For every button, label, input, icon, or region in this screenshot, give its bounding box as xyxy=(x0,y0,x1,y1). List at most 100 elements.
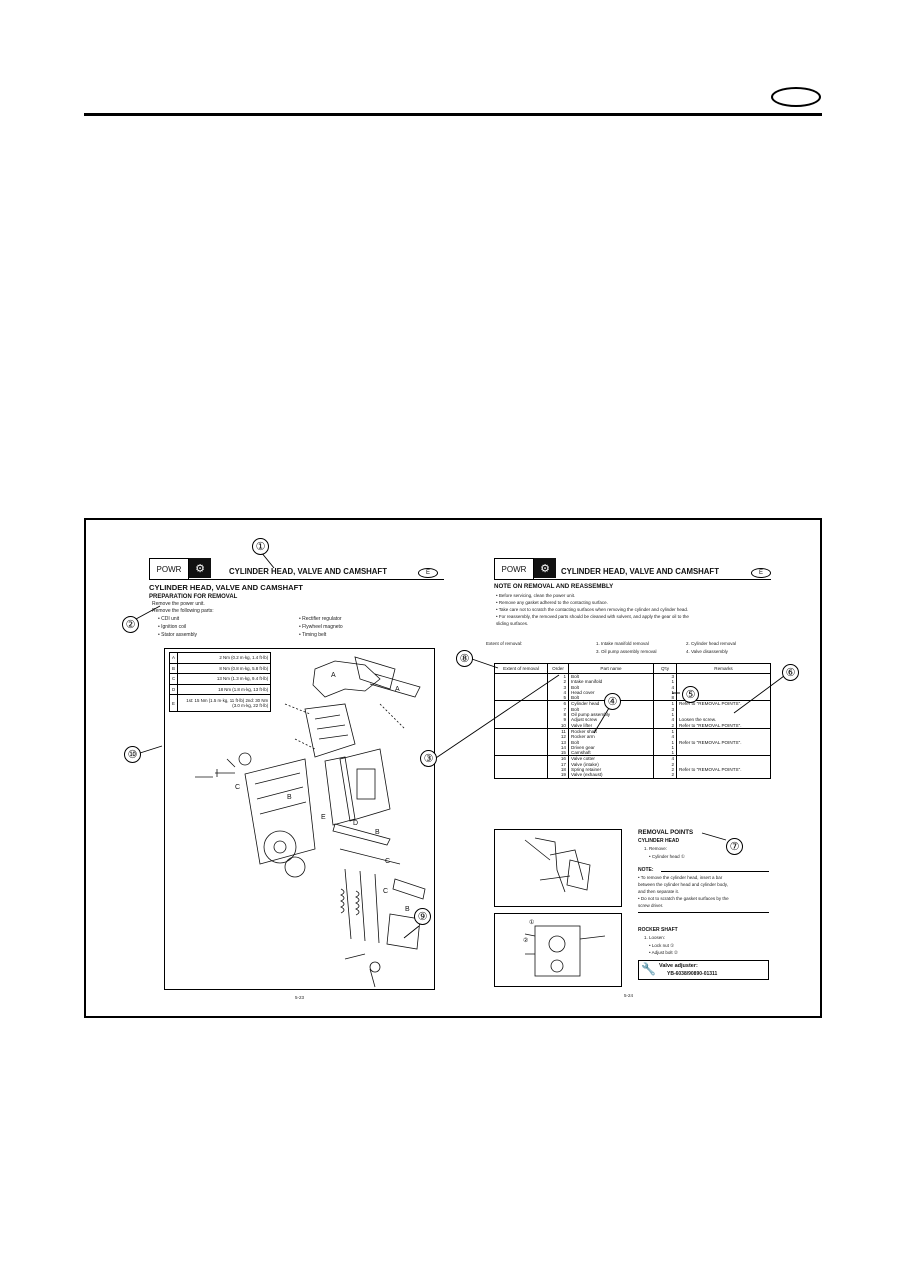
callout-4: ④ xyxy=(604,693,621,710)
svg-text:C: C xyxy=(235,784,240,791)
figure-frame: POWR ⚙ CYLINDER HEAD, VALVE AND CAMSHAFT… xyxy=(84,518,822,1018)
extent-item-4: 4. Valve disassembly xyxy=(686,649,728,654)
note-2: • Remove any gasket adhered to the conta… xyxy=(496,600,608,605)
parts-col2-2: • Flywheel magneto xyxy=(299,624,343,630)
rocker-shaft-heading: ROCKER SHAFT xyxy=(638,927,678,933)
note-3: • Take care not to scratch the contactin… xyxy=(496,607,689,612)
cyl-head-heading: CYLINDER HEAD xyxy=(638,838,680,844)
col-extent: Extent of removal xyxy=(494,663,548,674)
right-page-title: CYLINDER HEAD, VALVE AND CAMSHAFT xyxy=(561,567,719,576)
left-subtitle: CYLINDER HEAD, VALVE AND CAMSHAFT xyxy=(149,583,303,592)
remarks-cell xyxy=(676,761,771,768)
right-lang-badge: E xyxy=(751,568,771,578)
remarks-cell xyxy=(676,750,771,756)
svg-text:D: D xyxy=(353,820,358,827)
note-line-4: • Do not to scratch the gasket surfaces … xyxy=(638,896,729,901)
svg-text:①: ① xyxy=(529,919,534,926)
svg-text:②: ② xyxy=(523,937,528,944)
parts-col1-1: • CDI unit xyxy=(158,616,180,622)
part-name-cell: Valve (exhaust) xyxy=(568,772,654,779)
prep-line-1: Remove the power unit. xyxy=(152,601,205,607)
callout-3: ③ xyxy=(420,750,437,767)
note-label: NOTE: xyxy=(638,867,654,873)
remarks-cell xyxy=(676,727,771,735)
note-4: • For reassembly, the removed parts shou… xyxy=(496,614,689,619)
callout-8: ⑧ xyxy=(456,650,473,667)
cyl-head-item: • Cylinder head ① xyxy=(649,854,685,859)
svg-text:B: B xyxy=(405,906,410,913)
loosen-item-1: • Lock nut ① xyxy=(649,943,675,948)
callout-6: ⑥ xyxy=(782,664,799,681)
remarks-cell xyxy=(676,712,771,718)
svg-text:A: A xyxy=(331,672,336,679)
col-order: Order xyxy=(547,663,569,674)
cylinder-head-drawing xyxy=(524,837,591,893)
section-tag-left: POWR xyxy=(149,558,189,580)
svg-text:A: A xyxy=(395,686,400,693)
parts-col2-3: • Timing belt xyxy=(299,632,327,638)
svg-text:B: B xyxy=(375,829,380,836)
prep-line-2: Remove the following parts: xyxy=(152,608,214,614)
engine-exploded-drawing: A A C B D E B C C B xyxy=(195,656,426,988)
callout-5: ⑤ xyxy=(682,686,699,703)
left-lang-badge: E xyxy=(418,568,438,578)
loosen-item-2: • Adjust bolt ② xyxy=(649,950,678,955)
parts-col1-3: • Stator assembly xyxy=(158,632,197,638)
parts-col2-1: • Rectifier regulator xyxy=(299,616,342,622)
callout-7: ⑦ xyxy=(726,838,743,855)
order-cell: 19 xyxy=(547,772,569,779)
tool-code: YB-6038/90890-01311 xyxy=(667,971,718,977)
callout-1: ① xyxy=(252,538,269,555)
col-qty: Q'ty xyxy=(653,663,677,674)
note-end-rule xyxy=(638,912,769,913)
removal-points-heading: REMOVAL POINTS xyxy=(638,829,694,836)
col-remarks: Remarks xyxy=(676,663,771,674)
remarks-cell: Refer to "REMOVAL POINTS". xyxy=(676,767,771,773)
engine-icon: ⚙ xyxy=(534,558,556,578)
note-line-2: between the cylinder head and cylinder b… xyxy=(638,882,728,887)
svg-text:B: B xyxy=(287,794,292,801)
language-badge xyxy=(771,87,821,107)
left-title-rule xyxy=(149,579,444,580)
remarks-cell: Refer to "REMOVAL POINTS". xyxy=(676,739,771,745)
wrench-icon: 🔧 xyxy=(641,962,656,976)
extent-cell xyxy=(494,772,548,779)
note-rule xyxy=(661,871,769,872)
parts-col1-2: • Ignition coil xyxy=(158,624,187,630)
note-line-5: screw driver. xyxy=(638,903,664,908)
extent-label: Extent of removal: xyxy=(486,641,523,646)
note-1: • Before servicing, clean the power unit… xyxy=(496,593,576,598)
prep-heading: PREPARATION FOR REMOVAL xyxy=(149,594,238,600)
tool-label: Valve adjuster: xyxy=(659,963,698,969)
step-loosen: 1. Loosen: xyxy=(644,935,666,940)
qty-cell: 2 xyxy=(653,772,677,779)
note-heading: NOTE ON REMOVAL AND REASSEMBLY xyxy=(494,583,614,590)
extent-item-2: 2. Cylinder head removal xyxy=(686,641,737,646)
parts-table: Extent of removal Order Part name Q'ty R… xyxy=(494,663,771,779)
note-5: sliding surfaces. xyxy=(496,621,529,626)
right-page-number: 5-24 xyxy=(624,993,634,998)
remarks-cell: Refer to "REMOVAL POINTS". xyxy=(676,722,771,729)
rocker-shaft-figure: ① ② xyxy=(494,913,622,987)
svg-text:C: C xyxy=(385,858,390,865)
rocker-shaft-drawing: ① ② xyxy=(523,919,606,977)
remarks-cell xyxy=(676,744,771,751)
left-page-title: CYLINDER HEAD, VALVE AND CAMSHAFT xyxy=(229,567,387,576)
svg-text:C: C xyxy=(383,888,388,895)
header-rule xyxy=(84,113,822,116)
extent-item-3: 3. Oil pump assembly removal xyxy=(596,649,657,654)
callout-2: ② xyxy=(122,616,139,633)
right-title-rule xyxy=(494,579,771,580)
note-line-1: • To remove the cylinder head, insert a … xyxy=(638,875,723,880)
step-remove: 1. Remove: xyxy=(644,846,668,851)
callout-10: ⑩ xyxy=(124,746,141,763)
callout-9: ⑨ xyxy=(414,908,431,925)
remarks-cell: Loosen the screw. xyxy=(676,717,771,723)
cylinder-head-figure xyxy=(494,829,622,907)
svg-text:E: E xyxy=(321,814,326,821)
engine-icon: ⚙ xyxy=(189,558,211,578)
remarks-cell xyxy=(676,772,771,779)
